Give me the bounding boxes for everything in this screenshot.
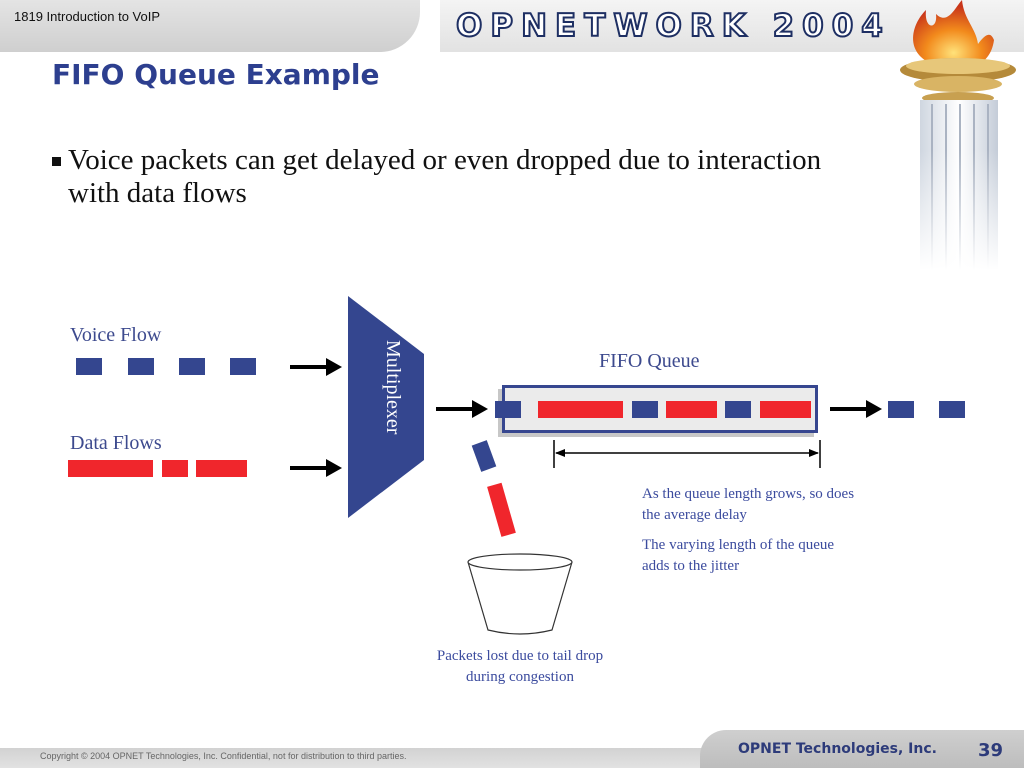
output-voice-packet [939,401,965,418]
arrow-right-icon [830,400,882,418]
queued-voice-packet [725,401,751,418]
queued-data-packet [666,401,717,418]
multiplexer-label: Multiplexer [382,340,404,435]
brand-logo-text: OPNETWORK 2004 [455,7,891,45]
dropped-packets [471,440,516,537]
page-number: 39 [978,740,1004,761]
output-voice-packet [888,401,914,418]
note-tail-drop: Packets lost due to tail drop during con… [436,648,604,685]
bullet-marker [52,157,61,166]
bullet-text: Voice packets can get delayed or even dr… [68,144,822,209]
data-packet [68,460,153,477]
slide-title: FIFO Queue Example [52,58,380,91]
voice-packet [128,358,154,375]
bucket-icon [467,553,573,635]
dropped-data-packet [487,482,516,537]
multiplexer-shape [348,296,424,518]
arrow-right-icon [290,459,342,477]
data-packet [162,460,188,477]
queued-data-packet [538,401,623,418]
footer-band-right [700,730,1024,768]
course-label: 1819 Introduction to VoIP [14,9,160,24]
voice-packet [76,358,102,375]
torch-icon [900,0,1016,270]
queued-voice-packet [495,401,521,418]
voice-packet [179,358,205,375]
footer-band-left [0,748,730,768]
header-band-left [0,0,420,52]
voice-packet [230,358,256,375]
queued-data-packet [760,401,811,418]
note-delay: As the queue length grows, so does the a… [642,486,855,523]
queue-length-indicator [553,440,821,468]
fifo-queue-label: FIFO Queue [599,350,700,372]
company-name: OPNET Technologies, Inc. [738,741,937,757]
data-packet [196,460,247,477]
arrow-right-icon [290,358,342,376]
data-flows-label: Data Flows [70,432,162,454]
arrow-right-icon [436,400,488,418]
voice-flow-label: Voice Flow [70,324,162,346]
queued-voice-packet [632,401,658,418]
copyright-text: Copyright © 2004 OPNET Technologies, Inc… [40,751,407,761]
dropped-voice-packet [471,440,497,472]
note-jitter: The varying length of the queue adds to … [642,537,835,574]
